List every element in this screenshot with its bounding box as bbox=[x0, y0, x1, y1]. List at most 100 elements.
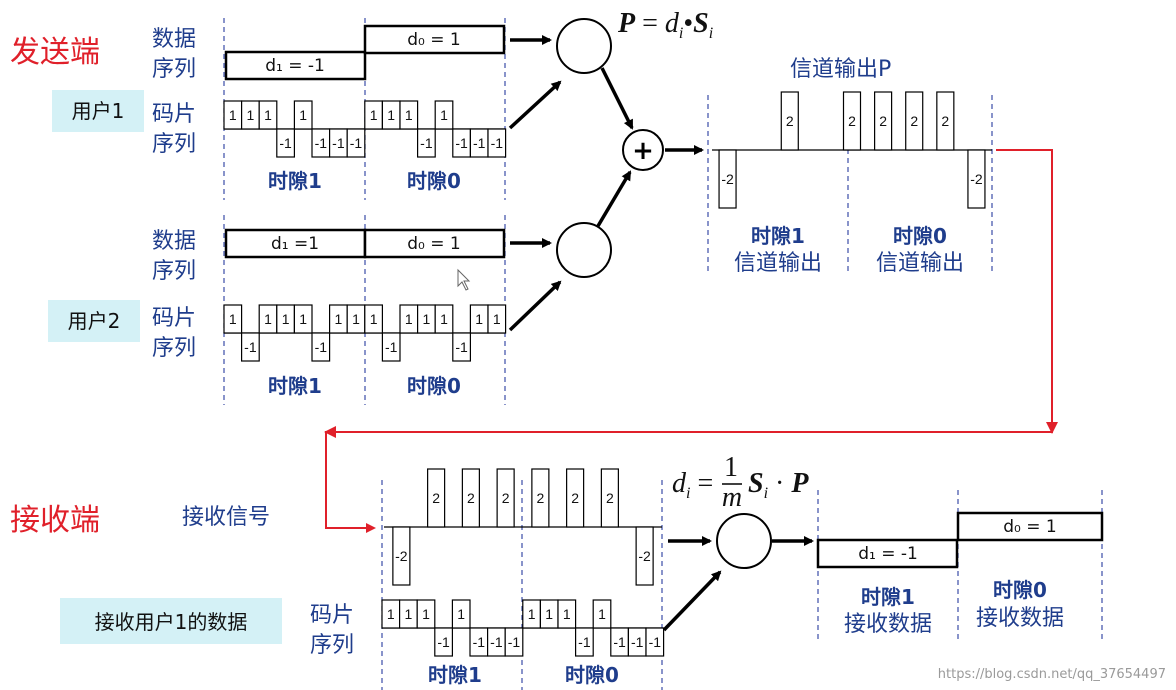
rx-signal-bar bbox=[461, 468, 480, 528]
u1-chip-label: -1 bbox=[420, 135, 433, 151]
mouse-cursor-icon bbox=[457, 268, 471, 291]
u1-data-bit-1-text: d₁ = -1 bbox=[265, 56, 325, 76]
u2-chip bbox=[381, 332, 401, 362]
u2-chip bbox=[487, 304, 507, 334]
rx-signal-bar-label: 2 bbox=[571, 490, 579, 506]
rx-signal-bar-label: 2 bbox=[502, 490, 510, 506]
rx-chip-label: 1 bbox=[598, 606, 606, 622]
u1-data-bit-1 bbox=[224, 50, 367, 81]
rx-chip-label: 1 bbox=[422, 606, 430, 622]
u2-chip-label: 1 bbox=[423, 311, 431, 327]
u2-chip bbox=[452, 332, 471, 362]
u1-chip-label: -1 bbox=[455, 135, 468, 151]
u2-chip bbox=[241, 332, 260, 362]
u1-chip bbox=[487, 128, 507, 158]
u1-slot0-label: 时隙0 bbox=[407, 169, 461, 193]
u1-chip-label: 1 bbox=[387, 107, 395, 123]
rx-chip-label: 1 bbox=[545, 606, 553, 622]
u2-chip-label-1: 码片 bbox=[152, 306, 196, 331]
receiver-multiplier bbox=[716, 513, 772, 569]
rx-chip-label: 1 bbox=[405, 606, 413, 622]
rx-slot0-label: 时隙0 bbox=[565, 663, 619, 687]
rx-signal-bar bbox=[496, 468, 515, 528]
user2-label: 用户2 bbox=[68, 309, 121, 333]
result-slot1-label-1: 时隙1 bbox=[861, 585, 915, 609]
receiver-chip-label-1: 码片 bbox=[310, 603, 354, 628]
channel-slot1-label-2: 信道输出 bbox=[734, 251, 822, 276]
result-bit-0 bbox=[956, 511, 1104, 542]
formula-p: P = di•Si bbox=[617, 8, 713, 42]
u2-chip-label: 1 bbox=[229, 311, 237, 327]
rx-chip bbox=[416, 599, 436, 629]
rx-signal-bar-label: 2 bbox=[467, 490, 475, 506]
rx-chip-label: -1 bbox=[473, 634, 486, 650]
channel-slot0-label-1: 时隙0 bbox=[893, 224, 947, 248]
channel-slot1-label-1: 时隙1 bbox=[751, 224, 805, 248]
rx-chip-label: 1 bbox=[563, 606, 571, 622]
rx-signal-bar bbox=[531, 468, 550, 528]
watermark: https://blog.csdn.net/qq_37654497 bbox=[938, 667, 1166, 682]
rx-chip bbox=[645, 627, 665, 657]
u1-chip-label: -1 bbox=[332, 135, 345, 151]
u2-chip-label: 1 bbox=[352, 311, 360, 327]
rx-signal-bar-label: 2 bbox=[432, 490, 440, 506]
u2-chip-label: -1 bbox=[385, 339, 398, 355]
rx-signal-bar bbox=[427, 468, 446, 528]
svg-text:Si · P: Si · P bbox=[748, 468, 809, 502]
u1-chip-label: -1 bbox=[315, 135, 328, 151]
rx-chip bbox=[434, 627, 453, 657]
channel-bar bbox=[718, 149, 737, 209]
channel-title: 信道输出P bbox=[790, 57, 891, 82]
result-bit-1 bbox=[816, 538, 959, 569]
sender-side-label: 发送端 bbox=[10, 35, 100, 70]
u1-chip bbox=[346, 128, 366, 158]
receiver-user-label: 接收用户1的数据 bbox=[95, 610, 248, 634]
svg-text:di =: di = bbox=[672, 468, 713, 502]
u2-chip-label: -1 bbox=[244, 339, 257, 355]
u2-chip bbox=[311, 332, 331, 362]
rx-chip bbox=[557, 599, 577, 629]
rx-chip-label: 1 bbox=[528, 606, 536, 622]
signal-arrows bbox=[508, 35, 814, 632]
u2-data-bit-1-text: d₁ =1 bbox=[271, 234, 319, 254]
u1-data-bit-0-text: d₀ = 1 bbox=[407, 30, 460, 50]
rx-signal-bar-label: -2 bbox=[395, 548, 408, 564]
rx-chip bbox=[504, 627, 524, 657]
u1-slot1-label: 时隙1 bbox=[268, 169, 322, 193]
u2-chip-label: 1 bbox=[493, 311, 501, 327]
result-bit-1-text: d₁ = -1 bbox=[858, 544, 918, 564]
u2-chip-label: -1 bbox=[315, 339, 328, 355]
u1-chip-label: -1 bbox=[279, 135, 292, 151]
channel-bar bbox=[780, 91, 799, 151]
receiver-formula: di = 1 m Si · P bbox=[672, 452, 809, 513]
rx-chip-label: -1 bbox=[508, 634, 521, 650]
u1-multiplier bbox=[556, 18, 612, 74]
rx-slot1-label: 时隙1 bbox=[428, 663, 482, 687]
rx-signal-bar-label: 2 bbox=[536, 490, 544, 506]
u2-data-bit-0 bbox=[363, 228, 506, 259]
rx-signal-bar-label: 2 bbox=[606, 490, 614, 506]
channel-bar-label: -2 bbox=[721, 171, 734, 187]
u1-chip-label: 1 bbox=[229, 107, 237, 123]
rx-chip bbox=[574, 627, 594, 657]
u2-multiplier bbox=[556, 222, 612, 278]
user1-badge bbox=[52, 90, 144, 132]
u1-chip bbox=[276, 128, 295, 158]
u2-chip-label: 1 bbox=[299, 311, 307, 327]
u1-chip-label: 1 bbox=[440, 107, 448, 123]
u2-chip bbox=[223, 304, 243, 334]
channel-bar-label: 2 bbox=[941, 113, 949, 129]
u1-chip-label: 1 bbox=[405, 107, 413, 123]
receiver-side-label: 接收端 bbox=[10, 503, 100, 538]
user1-label: 用户1 bbox=[72, 99, 125, 123]
rx-chip-label: -1 bbox=[613, 634, 626, 650]
rx-chip-label: 1 bbox=[387, 606, 395, 622]
u2-chip-label-2: 序列 bbox=[152, 336, 196, 361]
u2-data-bit-1 bbox=[224, 228, 367, 259]
u1-chip bbox=[258, 100, 278, 130]
u2-chip-label: 1 bbox=[335, 311, 343, 327]
